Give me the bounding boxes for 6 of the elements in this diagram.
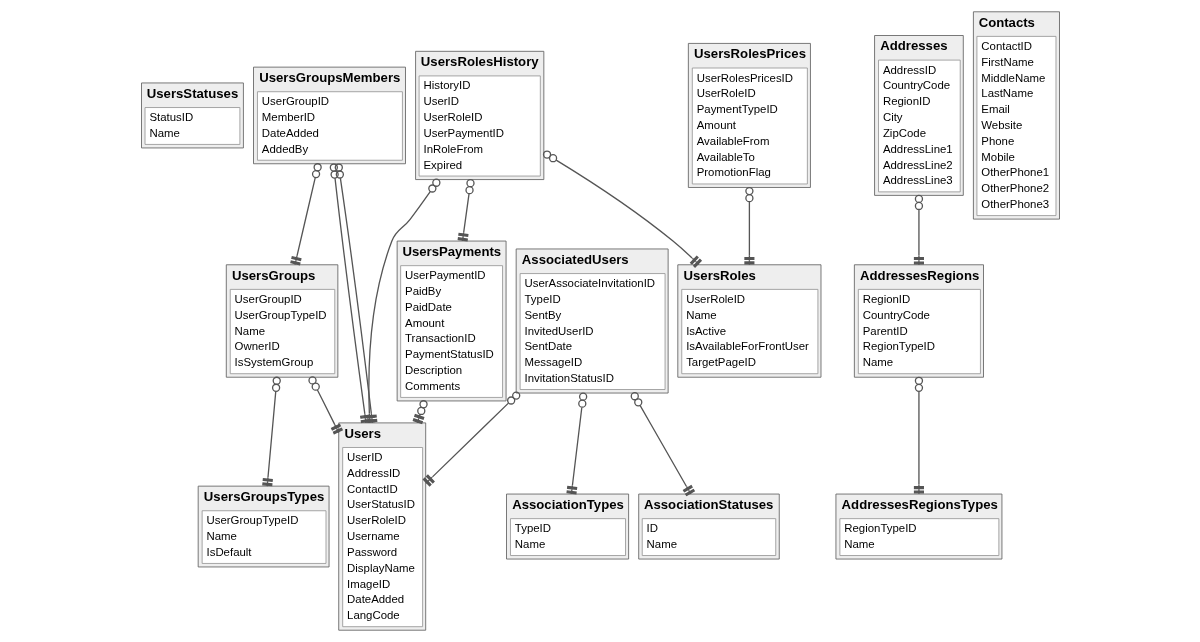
connector bbox=[289, 163, 322, 266]
connector bbox=[457, 179, 475, 242]
connector bbox=[307, 376, 343, 435]
connector bbox=[542, 150, 702, 268]
connector bbox=[630, 392, 695, 497]
connector bbox=[422, 391, 520, 487]
